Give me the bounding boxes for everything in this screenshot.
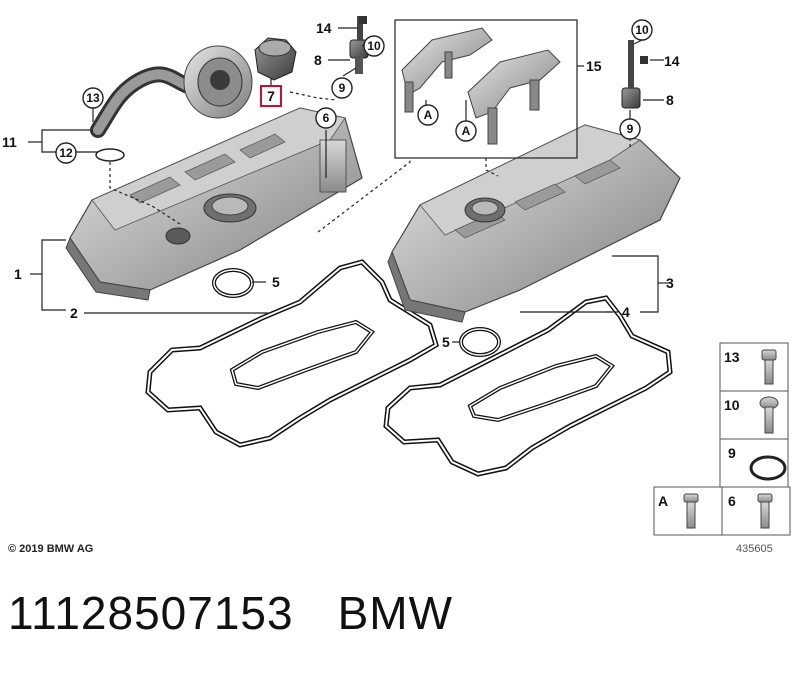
svg-text:6: 6 bbox=[323, 111, 330, 125]
leader-lines bbox=[28, 27, 670, 343]
o-ring-12 bbox=[95, 148, 125, 162]
svg-text:10: 10 bbox=[724, 397, 740, 413]
legend bbox=[653, 342, 791, 536]
callout-10-left: 10 bbox=[363, 35, 385, 57]
svg-text:A: A bbox=[424, 108, 433, 122]
bracket-lower bbox=[467, 49, 561, 145]
callout-9-left: 9 bbox=[331, 77, 353, 99]
bracket-upper bbox=[401, 27, 493, 113]
callout-5-right: 5 bbox=[442, 334, 450, 350]
gasket-left bbox=[145, 259, 439, 448]
valve-cover-right bbox=[387, 124, 681, 323]
copyright-notice: © 2019 BMW AG bbox=[8, 543, 94, 555]
svg-text:9: 9 bbox=[627, 122, 634, 136]
callout-11: 11 bbox=[2, 134, 17, 150]
callout-2: 2 bbox=[70, 305, 78, 321]
svg-text:12: 12 bbox=[59, 146, 73, 160]
legend-bolt-6: 6 bbox=[728, 493, 773, 529]
callout-3: 3 bbox=[666, 275, 674, 291]
legend-bolt-13: 13 bbox=[724, 349, 777, 385]
part-number-caption: 11128507153 BMW bbox=[8, 586, 453, 640]
callout-10-right: 10 bbox=[631, 19, 653, 41]
callout-13: 13 bbox=[82, 87, 104, 109]
callout-4: 4 bbox=[622, 304, 630, 320]
separator-disk bbox=[183, 45, 253, 119]
part-number: 11128507153 bbox=[8, 587, 294, 639]
legend-bolt-10: 10 bbox=[724, 396, 779, 434]
brand-name: BMW bbox=[337, 587, 454, 639]
callout-1: 1 bbox=[14, 266, 22, 282]
callout-14-right: 14 bbox=[664, 53, 680, 69]
legend-bolt-a: A bbox=[658, 493, 699, 529]
svg-text:10: 10 bbox=[367, 39, 381, 53]
svg-text:7: 7 bbox=[267, 88, 275, 104]
callout-12: 12 bbox=[55, 142, 77, 164]
svg-text:9: 9 bbox=[728, 445, 736, 461]
legend-o-ring-9: 9 bbox=[728, 445, 787, 481]
callout-5-left: 5 bbox=[272, 274, 280, 290]
svg-text:A: A bbox=[462, 124, 471, 138]
svg-text:13: 13 bbox=[86, 91, 100, 105]
diagram-reference-number: 435605 bbox=[736, 543, 773, 555]
svg-text:13: 13 bbox=[724, 349, 740, 365]
svg-text:9: 9 bbox=[339, 81, 346, 95]
callout-7-highlighted[interactable]: 7 bbox=[260, 85, 282, 107]
callout-8-left: 8 bbox=[314, 52, 322, 68]
oil-filler-cap bbox=[254, 37, 297, 81]
svg-text:10: 10 bbox=[635, 23, 649, 37]
callout-a-2: A bbox=[455, 120, 477, 142]
callout-9-right: 9 bbox=[619, 118, 641, 140]
callout-8-right: 8 bbox=[666, 92, 674, 108]
sensor-right bbox=[621, 40, 648, 109]
callout-6: 6 bbox=[315, 107, 337, 129]
callout-a-1: A bbox=[417, 104, 439, 126]
callout-15: 15 bbox=[586, 58, 602, 74]
bolt-14-left bbox=[359, 16, 367, 24]
callout-14-left: 14 bbox=[316, 20, 332, 36]
valve-cover-left bbox=[65, 107, 363, 301]
svg-text:6: 6 bbox=[728, 493, 736, 509]
svg-text:A: A bbox=[658, 493, 668, 509]
